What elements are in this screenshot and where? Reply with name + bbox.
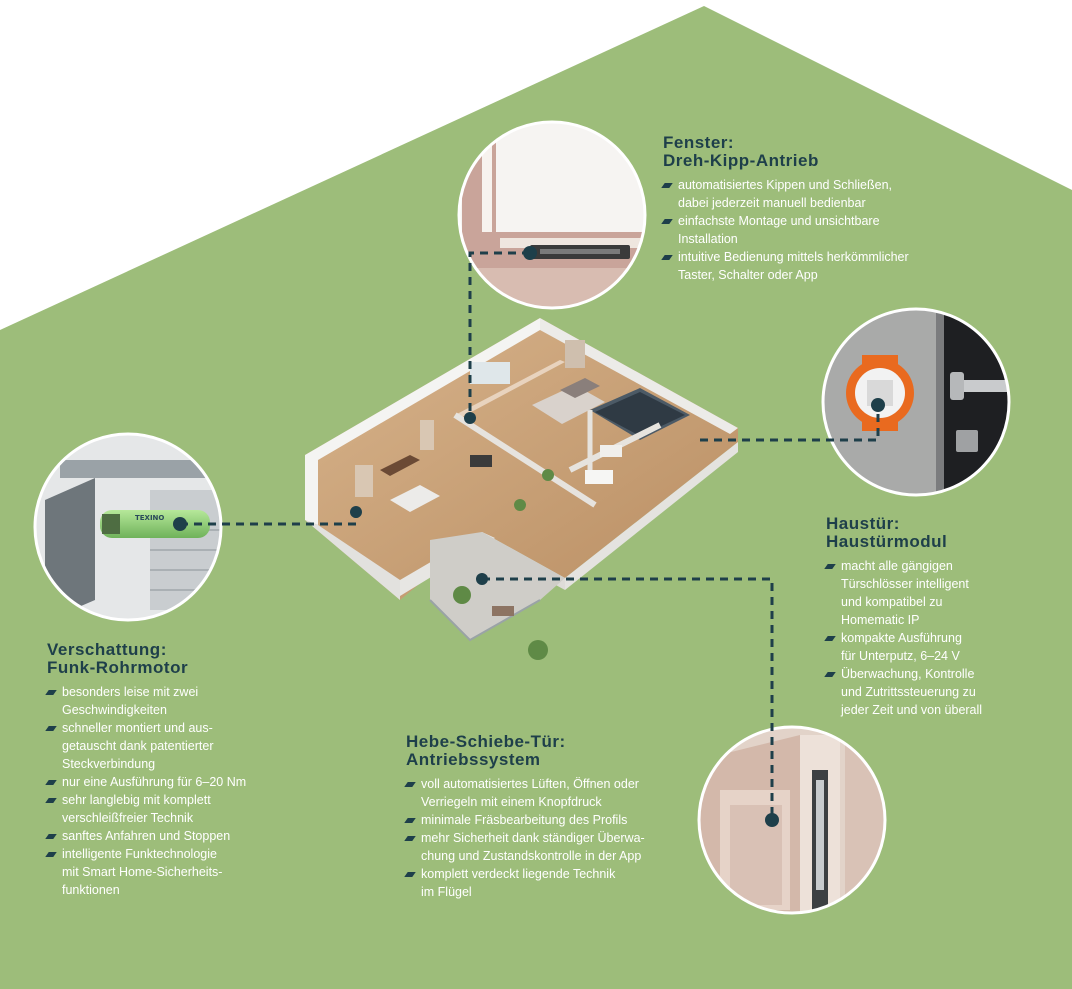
sliding-door-image — [697, 725, 887, 915]
callout-subtitle: Funk-Rohrmotor — [47, 658, 189, 677]
feature-item: macht alle gängigen — [826, 557, 1036, 575]
callout-title: Hebe-Schiebe-Tür: — [406, 732, 566, 751]
apartment-model — [305, 318, 738, 660]
feature-item: sanftes Anfahren und Stoppen — [47, 827, 307, 845]
feature-item-cont: funktionen — [62, 883, 120, 897]
feature-item: intelligente Funktechnologie — [47, 845, 307, 863]
callout-title: Verschattung: — [47, 640, 167, 659]
callout-hebe-schiebe: Hebe-Schiebe-Tür: Antriebssystem voll au… — [406, 733, 706, 901]
feature-item: einfachste Montage und unsichtbare — [663, 212, 983, 230]
callout-title: Fenster: — [663, 133, 735, 152]
window-detail-image — [457, 120, 647, 310]
feature-item-cont: Verriegeln mit einem Knopfdruck — [421, 795, 602, 809]
dot-shading-house — [350, 506, 362, 518]
feature-item-cont: für Unterputz, 6–24 V — [841, 649, 960, 663]
feature-item: nur eine Ausführung für 6–20 Nm — [47, 773, 307, 791]
feature-list: besonders leise mit zwei Geschwindigkeit… — [47, 683, 307, 899]
dot-shading — [173, 517, 187, 531]
feature-item-cont: Homematic IP — [841, 613, 920, 627]
feature-item: automatisiertes Kippen und Schließen, — [663, 176, 983, 194]
feature-item-cont: Taster, Schalter oder App — [678, 268, 818, 282]
callout-heading: Verschattung: Funk-Rohrmotor — [47, 641, 307, 677]
feature-item-cont: jeder Zeit und von überall — [841, 703, 983, 717]
feature-item: schneller montiert und aus- — [47, 719, 307, 737]
feature-item-cont: getauscht dank patentierter — [62, 739, 214, 753]
callout-subtitle: Dreh-Kipp-Antrieb — [663, 151, 819, 170]
feature-item: besonders leise mit zwei — [47, 683, 307, 701]
callout-subtitle: Haustürmodul — [826, 532, 948, 551]
feature-item: intuitive Bedienung mittels herkömmliche… — [663, 248, 983, 266]
motor-brand-label: TEXINO — [135, 514, 164, 522]
callout-subtitle: Antriebssystem — [406, 750, 541, 769]
dot-window-house — [464, 412, 476, 424]
feature-item-cont: verschleißfreier Technik — [62, 811, 194, 825]
feature-item-cont: Steckverbindung — [62, 757, 156, 771]
feature-item: voll automatisiertes Lüften, Öffnen oder — [406, 775, 706, 793]
feature-item-cont: und Zutrittssteuerung zu — [841, 685, 976, 699]
connector-door — [700, 405, 880, 442]
feature-item-cont: mit Smart Home-Sicherheits- — [62, 865, 223, 879]
feature-item-cont: chung und Zustandskontrolle in der App — [421, 849, 642, 863]
feature-item-cont: Türschlösser intelligent — [841, 577, 969, 591]
callout-heading: Haustür: Haustürmodul — [826, 515, 1036, 551]
callout-title: Haustür: — [826, 514, 900, 533]
callout-fenster: Fenster: Dreh-Kipp-Antrieb automatisiert… — [663, 134, 983, 284]
feature-item-cont: Installation — [678, 232, 738, 246]
feature-item: mehr Sicherheit dank ständiger Überwa- — [406, 829, 706, 847]
dot-sliding-door — [765, 813, 779, 827]
callout-verschattung: Verschattung: Funk-Rohrmotor besonders l… — [47, 641, 307, 899]
feature-item: Überwachung, Kontrolle — [826, 665, 1036, 683]
feature-item-cont: dabei jederzeit manuell bedienbar — [678, 196, 866, 210]
feature-item: sehr langlebig mit komplett — [47, 791, 307, 809]
dot-door — [871, 398, 885, 412]
feature-item: komplett verdeckt liegende Technik — [406, 865, 706, 883]
feature-list: macht alle gängigen Türschlösser intelli… — [826, 557, 1036, 719]
feature-item-cont: im Flügel — [421, 885, 472, 899]
feature-list: voll automatisiertes Lüften, Öffnen oder… — [406, 775, 706, 901]
dot-window — [523, 246, 537, 260]
feature-item-cont: und kompatibel zu — [841, 595, 943, 609]
connector-endpoints — [173, 246, 885, 827]
connector-sliding-door — [482, 577, 774, 820]
callout-heading: Fenster: Dreh-Kipp-Antrieb — [663, 134, 983, 170]
feature-list: automatisiertes Kippen und Schließen, da… — [663, 176, 983, 284]
callout-heading: Hebe-Schiebe-Tür: Antriebssystem — [406, 733, 706, 769]
shading-motor-image: TEXINO — [33, 432, 223, 622]
feature-item: kompakte Ausführung — [826, 629, 1036, 647]
connector-window — [468, 251, 530, 418]
feature-item: minimale Fräsbearbeitung des Profils — [406, 811, 706, 829]
feature-item-cont: Geschwindigkeiten — [62, 703, 167, 717]
dot-sliding-house — [476, 573, 488, 585]
callout-haustuer: Haustür: Haustürmodul macht alle gängige… — [826, 515, 1036, 719]
